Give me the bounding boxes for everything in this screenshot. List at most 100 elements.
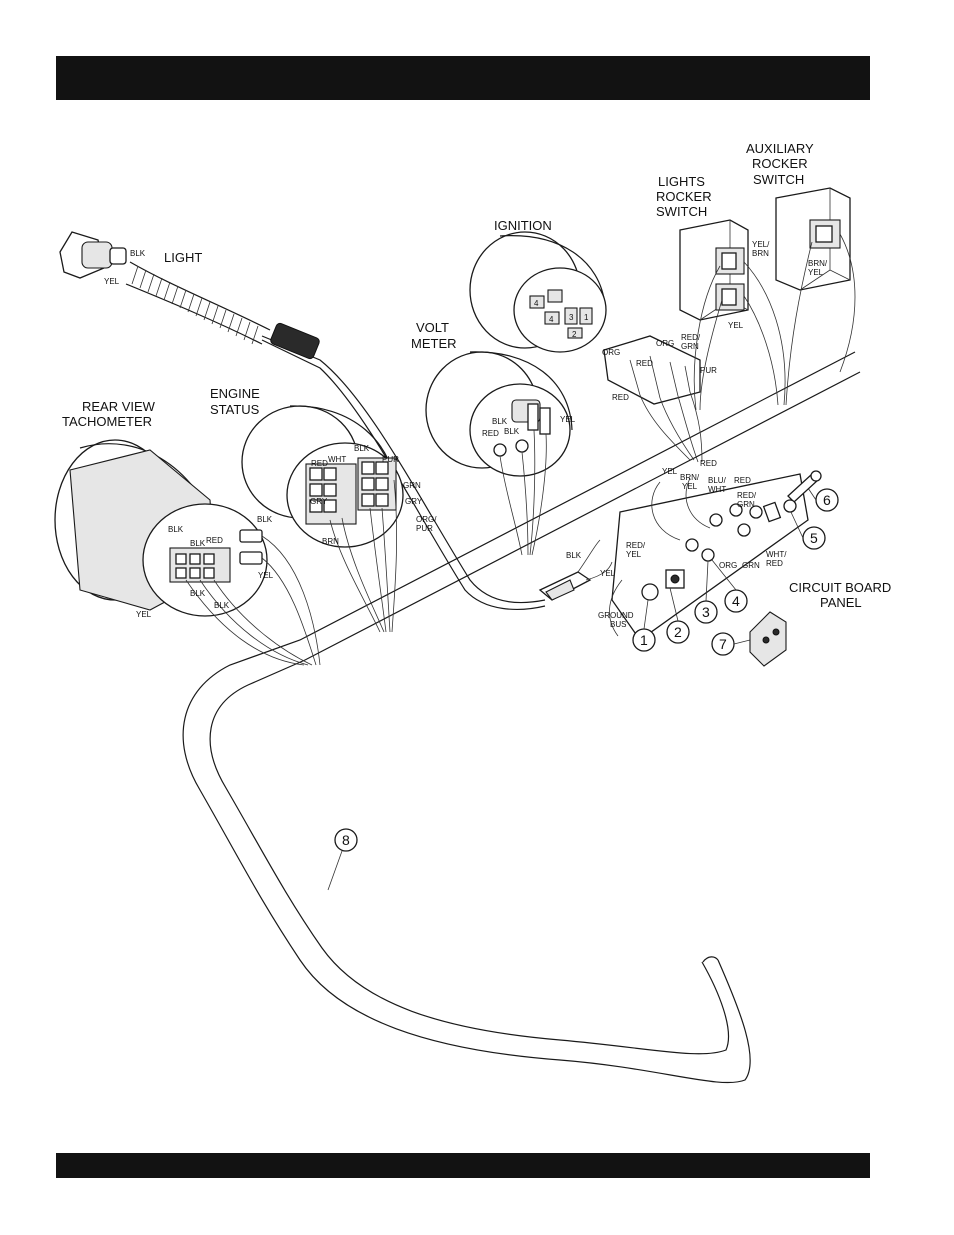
rt-wire-yel-2: YEL xyxy=(136,610,152,619)
lights-rocker-label-3: SWITCH xyxy=(656,204,707,219)
rear-view-tachometer: REAR VIEW TACHOMETER BLK BLK RED BLK YEL… xyxy=(54,399,321,666)
cb-wire-wht-red-1: WHT/ xyxy=(766,550,787,559)
coiled-cable xyxy=(125,261,271,345)
header-bar xyxy=(56,56,870,100)
cb-wire-blu-wht-2: WHT xyxy=(708,485,726,494)
volt-meter: VOLT METER BLK RED BLK YEL xyxy=(411,320,576,556)
es-wire-blk: BLK xyxy=(354,444,370,453)
callout-2: 2 xyxy=(674,624,682,640)
circuit-board-label-1: CIRCUIT BOARD xyxy=(789,580,891,595)
inline-connector: BLK YEL xyxy=(538,539,616,601)
ignition-terminal-4b: 4 xyxy=(549,315,554,324)
lights-rocker-switch: LIGHTS ROCKER SWITCH YEL/ BRN YEL xyxy=(656,174,786,411)
lights-rocker-label-2: ROCKER xyxy=(656,189,712,204)
ignition-switch: 4 3 1 4 2 IGNITION ORG ORG RED/ GRN RED … xyxy=(469,218,717,463)
callout-1: 1 xyxy=(640,632,648,648)
rt-wire-blk-3: BLK xyxy=(257,515,273,524)
es-wire-pur: PUR xyxy=(382,455,399,464)
ignition-terminal-4a: 4 xyxy=(534,299,539,308)
es-wire-red: RED xyxy=(311,459,328,468)
rt-wire-red: RED xyxy=(206,536,223,545)
cb-wire-red-grn-2: GRN xyxy=(737,500,755,509)
ign-wire-red-grn-1: RED/ xyxy=(681,333,701,342)
es-wire-gry-right: GRY xyxy=(405,497,423,506)
vm-wire-blk-2: BLK xyxy=(504,427,520,436)
callout-8: 8 xyxy=(342,832,350,848)
ign-wire-pur: PUR xyxy=(700,366,717,375)
callout-8-circle xyxy=(334,828,358,852)
vm-wire-red: RED xyxy=(482,429,499,438)
rt-wire-blk-1: BLK xyxy=(168,525,184,534)
vm-wire-yel: YEL xyxy=(560,415,576,424)
engine-status-label-1: ENGINE xyxy=(210,386,260,401)
callout-5: 5 xyxy=(810,530,818,546)
es-wire-org-pur-1: ORG/ xyxy=(416,515,437,524)
lr-wire-yel-brn-2: BRN xyxy=(752,249,769,258)
aux-rocker-label-3: SWITCH xyxy=(753,172,804,187)
es-wire-wht: WHT xyxy=(328,455,346,464)
cb-wire-org: ORG xyxy=(719,561,737,570)
cb-wire-red-1: RED xyxy=(700,459,717,468)
cb-wire-red-yel-2: YEL xyxy=(626,550,642,559)
light-wire-yel-label: YEL xyxy=(104,277,120,286)
callout-8-group: 8 xyxy=(327,828,358,891)
cb-wire-yel: YEL xyxy=(662,467,678,476)
ground-bus-label-1: GROUND xyxy=(598,611,634,620)
lr-wire-yel: YEL xyxy=(728,321,744,330)
cb-wire-brn-yel-1: BRN/ xyxy=(680,473,700,482)
ign-wire-org-1: ORG xyxy=(602,348,620,357)
light-label: LIGHT xyxy=(164,250,202,265)
callout-3: 3 xyxy=(702,604,710,620)
es-wire-brn: BRN xyxy=(322,537,339,546)
callout-7: 7 xyxy=(719,636,727,652)
es-wire-grn: GRN xyxy=(403,481,421,490)
cb-wire-red-2: RED xyxy=(734,476,751,485)
es-wire-gry-left: GRY xyxy=(310,497,328,506)
footer-bar xyxy=(56,1153,870,1178)
vm-wire-blk-1: BLK xyxy=(492,417,508,426)
ignition-terminal-2: 2 xyxy=(572,330,577,339)
auxiliary-rocker-switch: AUXILIARY ROCKER SWITCH BRN/ YEL xyxy=(746,141,856,406)
rt-wire-blk-4: BLK xyxy=(190,589,206,598)
ground-bus-label-2: BUS xyxy=(610,620,626,629)
aux-wire-brn-yel-2: YEL xyxy=(808,268,824,277)
ic-wire-blk: BLK xyxy=(566,551,582,560)
aux-rocker-label-2: ROCKER xyxy=(752,156,808,171)
callout-4: 4 xyxy=(732,593,740,609)
ign-wire-red-1: RED xyxy=(636,359,653,368)
ignition-label: IGNITION xyxy=(494,218,552,233)
ignition-terminal-1: 1 xyxy=(584,313,589,322)
rear-tach-label-1: REAR VIEW xyxy=(82,399,156,414)
ignition-terminal-3: 3 xyxy=(569,313,574,322)
cb-wire-grn: GRN xyxy=(742,561,760,570)
lights-rocker-label-1: LIGHTS xyxy=(658,174,705,189)
rear-tach-label-2: TACHOMETER xyxy=(62,414,152,429)
lr-wire-yel-brn-1: YEL/ xyxy=(752,240,770,249)
engine-status-label-2: STATUS xyxy=(210,402,260,417)
ign-wire-red-2: RED xyxy=(612,393,629,402)
light-assembly: BLK YEL LIGHT xyxy=(59,231,546,610)
rt-wire-yel-1: YEL xyxy=(258,571,274,580)
circuit-board-label-2: PANEL xyxy=(820,595,862,610)
volt-meter-label-1: VOLT xyxy=(416,320,449,335)
es-wire-org-pur-2: PUR xyxy=(416,524,433,533)
ign-wire-red-grn-2: GRN xyxy=(681,342,699,351)
rt-wire-blk-2: BLK xyxy=(190,539,206,548)
engine-status: ENGINE STATUS BLK WHT RED PUR GRN GRY GR… xyxy=(210,386,437,633)
cb-wire-red-yel-1: RED/ xyxy=(626,541,646,550)
circuit-board-panel: 1 2 3 4 5 6 7 CIRCUIT BOARD PANEL GROUND… xyxy=(598,459,891,667)
cb-wire-blu-wht-1: BLU/ xyxy=(708,476,727,485)
ign-wire-org-2: ORG xyxy=(656,339,674,348)
cb-wire-brn-yel-2: YEL xyxy=(682,482,698,491)
ic-wire-yel: YEL xyxy=(600,569,616,578)
aux-rocker-label-1: AUXILIARY xyxy=(746,141,814,156)
light-wire-blk-label: BLK xyxy=(130,249,146,258)
cb-wire-wht-red-2: RED xyxy=(766,559,783,568)
rt-wire-blk-5: BLK xyxy=(214,601,230,610)
volt-meter-label-2: METER xyxy=(411,336,457,351)
aux-wire-brn-yel-1: BRN/ xyxy=(808,259,828,268)
callout-6: 6 xyxy=(823,492,831,508)
harness-tube xyxy=(182,351,861,1084)
cb-wire-red-grn-1: RED/ xyxy=(737,491,757,500)
